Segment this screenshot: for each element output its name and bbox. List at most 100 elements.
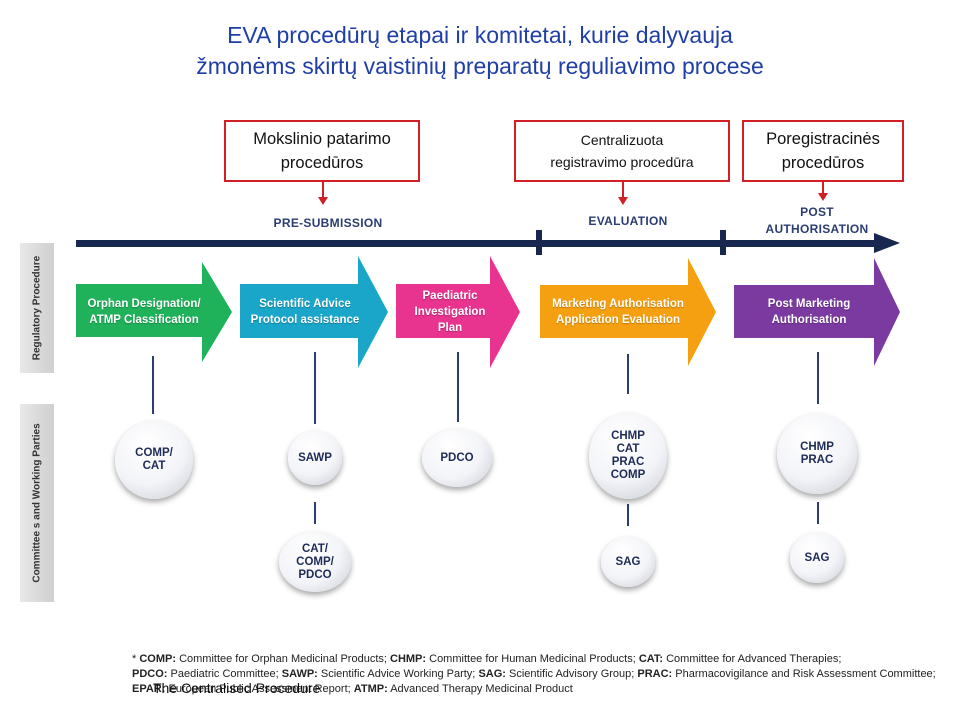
committee-5a-line-2: PRAC [800, 454, 834, 466]
procedure-4-label: Marketing Authorisation Application Eval… [540, 258, 696, 366]
committee-2b-line-2: COMP/ [296, 555, 334, 568]
connector-5a [817, 352, 819, 404]
callout-1-line-1: Mokslinio patarimo [253, 130, 391, 148]
fn-star: * [132, 653, 140, 665]
connector-5b [817, 502, 819, 524]
procedure-3-label: Paediatric Investigation Plan [396, 256, 504, 368]
fn-atmp-abbr: ATMP: [353, 683, 388, 695]
committee-1-line-1: COMP/ [135, 447, 173, 459]
committee-2b-line-3: PDCO [298, 568, 332, 581]
procedure-orphan-designation: Orphan Designation/ ATMP Classification [76, 262, 232, 362]
procedure-1-line-1: Orphan Designation/ [87, 298, 201, 310]
committee-5b-line-1: SAG [804, 551, 830, 564]
footer-title: The Centralised Procedure [153, 680, 321, 696]
committee-1-line-2: CAT [142, 460, 166, 472]
slide-title: EVA procedūrų etapai ir komitetai, kurie… [0, 20, 960, 82]
committee-2a-line-1: SAWP [298, 451, 332, 464]
connector-1 [152, 356, 154, 414]
connector-2b [314, 502, 316, 524]
committee-pdco: PDCO [422, 429, 492, 487]
procedure-2-line-2: Protocol assistance [250, 314, 360, 326]
procedure-1-arrow-fill [76, 262, 232, 362]
abbreviations-footnote: * COMP: Committee for Orphan Medicinal P… [132, 652, 952, 697]
committee-4a-line-2: CAT [616, 443, 640, 455]
committee-comp-cat: COMP/ CAT [115, 421, 193, 499]
phase-evaluation: EVALUATION [588, 214, 668, 228]
procedure-5-label: Post Marketing Authorisation [734, 258, 884, 366]
fn-sawp-text: Scientific Advice Working Party; [317, 668, 479, 680]
callout-2-connector [622, 182, 624, 198]
callout-1-arrowhead [318, 197, 328, 205]
timeline-bar [76, 240, 876, 247]
phase-post-line-1: POST [800, 205, 834, 219]
callout-2-line-1: Centralizuota [580, 132, 664, 148]
fn-chmp-abbr: CHMP: [390, 653, 427, 665]
committee-4b-line-1: SAG [615, 555, 641, 568]
fn-sawp-abbr: SAWP: [281, 668, 318, 680]
procedure-3-arrow-fill [396, 256, 520, 368]
fn-prac-abbr: PRAC: [637, 668, 673, 680]
connector-4b [627, 504, 629, 526]
procedure-paediatric-plan: Paediatric Investigation Plan [396, 256, 520, 368]
timeline-divider-evaluation [536, 230, 542, 255]
sidebar-committees-label: Committee s and Working Parties [31, 423, 43, 583]
procedure-3-arrow-shape [396, 256, 520, 368]
fn-sag-abbr: SAG: [478, 668, 506, 680]
committee-sawp: SAWP [288, 431, 342, 485]
procedure-2-label: Scientific Advice Protocol assistance [240, 256, 370, 368]
sidebar-regulatory-procedure: Regulatory Procedure [20, 243, 54, 373]
committee-chmp-prac: CHMP PRAC [777, 414, 857, 494]
committee-3-line-1: PDCO [440, 451, 474, 464]
committee-cat-comp-pdco: CAT/ COMP/ PDCO [279, 532, 351, 592]
fn-epar-abbr: EPAR: [132, 683, 166, 695]
procedure-5-line-1: Post Marketing [767, 298, 851, 310]
procedure-5-arrow-fill [734, 258, 900, 366]
procedure-3-line-2: Investigation [414, 306, 486, 318]
procedure-1-line-2: ATMP Classification [89, 314, 199, 326]
committee-4a-line-3: PRAC [611, 456, 645, 468]
committee-5a-line-1: CHMP [800, 441, 834, 453]
callout-2-line-2: registravimo procedūra [550, 154, 694, 170]
fn-sag-text: Scientific Advisory Group; [505, 668, 638, 680]
callout-3-connector [822, 182, 824, 194]
callout-3-arrowhead [818, 193, 828, 201]
procedure-3-line-1: Paediatric [422, 290, 478, 302]
callout-3-line-1: Poregistracinės [766, 130, 880, 148]
callout-1-connector [322, 182, 324, 198]
procedure-4-arrow-shape [540, 258, 716, 366]
procedure-3-line-3: Plan [437, 322, 463, 334]
procedure-post-marketing: Post Marketing Authorisation [734, 258, 900, 366]
procedure-5-line-2: Authorisation [771, 314, 847, 326]
committee-4a-line-1: CHMP [611, 430, 645, 442]
committee-sag-post: SAG [790, 533, 844, 583]
fn-prac-text: Pharmacovigilance and Risk Assessment Co… [672, 668, 936, 680]
callout-2-arrowhead [618, 197, 628, 205]
procedure-4-line-1: Marketing Authorisation [552, 298, 684, 310]
sidebar-committees: Committee s and Working Parties [20, 404, 54, 602]
fn-cat-text: Committee for Advanced Therapies; [663, 653, 842, 665]
procedure-5-arrow-shape [734, 258, 900, 366]
procedure-4-line-2: Application Evaluation [556, 314, 680, 326]
connector-2a [314, 352, 316, 424]
procedure-2-arrow-fill [240, 256, 388, 368]
callout-scientific-advice: Mokslinio patarimo procedūros [224, 120, 420, 182]
sidebar-regulatory-label: Regulatory Procedure [31, 255, 43, 361]
fn-comp-text: Committee for Orphan Medicinal Products; [176, 653, 390, 665]
fn-chmp-text: Committee for Human Medicinal Products; [426, 653, 639, 665]
fn-cat-abbr: CAT: [638, 653, 664, 665]
procedure-4-arrow-fill [540, 258, 716, 366]
connector-4a [627, 354, 629, 394]
title-line-1: EVA procedūrų etapai ir komitetai, kurie… [227, 22, 733, 48]
procedure-1-arrow-shape [76, 262, 232, 362]
timeline-divider-post [720, 230, 726, 255]
fn-pdco-text: Paediatric Committee; [167, 668, 282, 680]
connector-3 [457, 352, 459, 422]
callout-centralised-procedure: Centralizuota registravimo procedūra [514, 120, 730, 182]
fn-pdco-abbr: PDCO: [132, 668, 168, 680]
procedure-1-label: Orphan Designation/ ATMP Classification [76, 262, 212, 362]
procedure-2-arrow-shape [240, 256, 388, 368]
fn-comp-abbr: COMP: [139, 653, 177, 665]
committee-sag-evaluation: SAG [601, 537, 655, 587]
procedure-2-line-1: Scientific Advice [259, 298, 351, 310]
callout-3-line-2: procedūros [781, 154, 865, 172]
